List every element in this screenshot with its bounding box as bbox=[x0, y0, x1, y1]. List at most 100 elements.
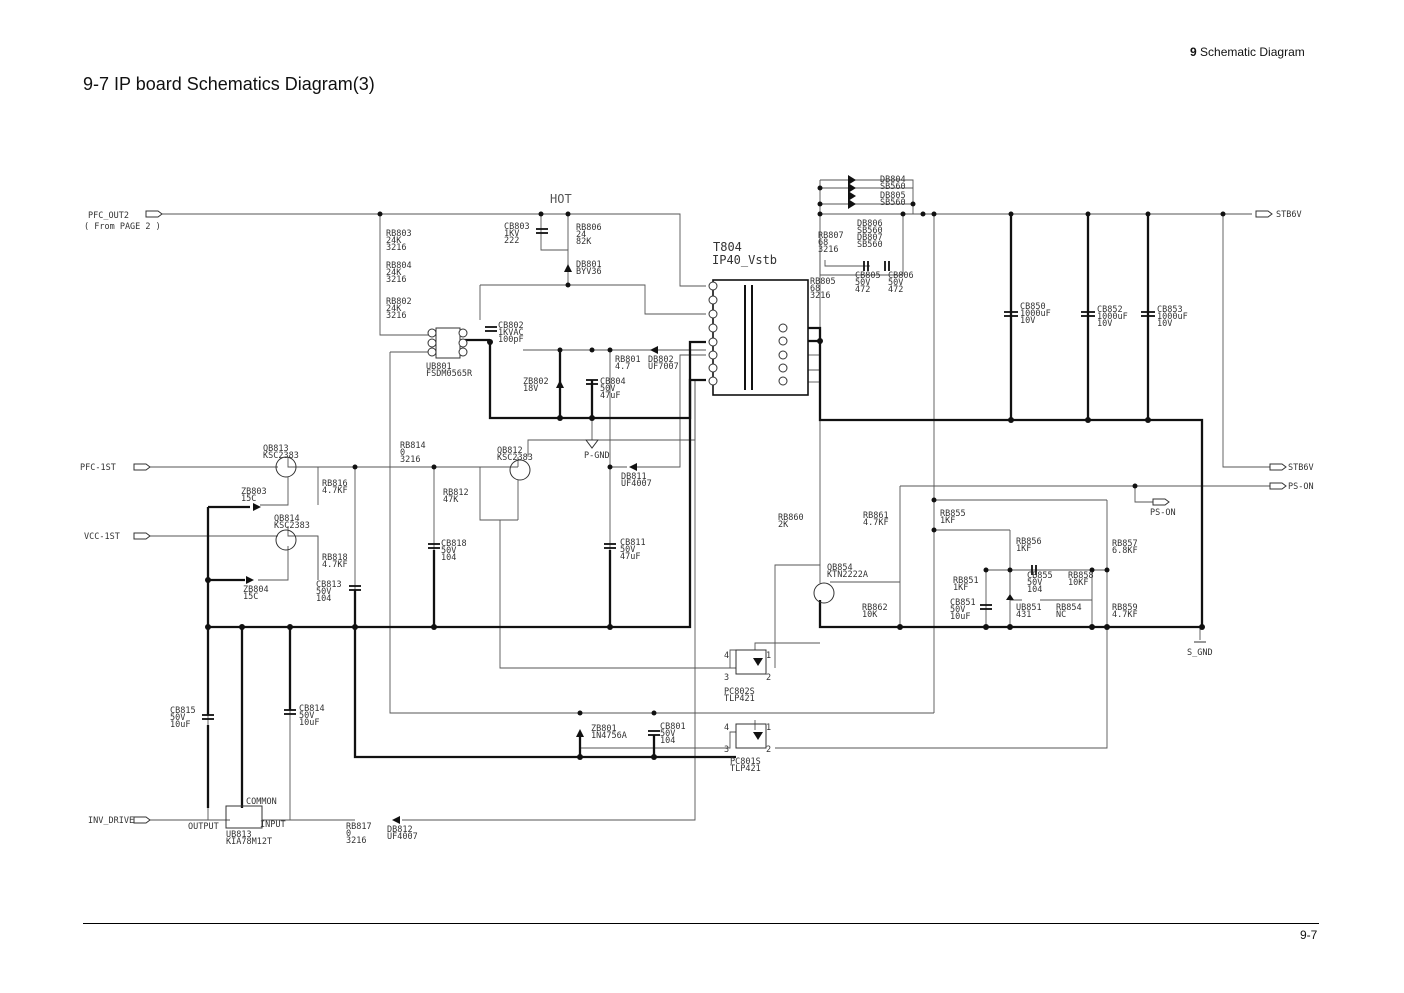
transistors bbox=[275, 456, 835, 604]
label-s-gnd: S_GND bbox=[1187, 648, 1213, 658]
optocoupler-pc802s bbox=[735, 649, 767, 675]
rb804-ref: RB804 bbox=[386, 261, 412, 271]
cb803-package: 222 bbox=[504, 236, 519, 246]
zb802-value: 18V bbox=[523, 384, 538, 394]
cb850-capacitance: 1000uF bbox=[1020, 309, 1051, 319]
db804-part: SB560 bbox=[880, 182, 906, 192]
rb807-value: 68 bbox=[818, 238, 828, 248]
rb860-ref: RB860 bbox=[778, 513, 804, 523]
label-inv-drive: INV_DRIVE bbox=[88, 816, 134, 826]
zener-zb804 bbox=[246, 576, 254, 584]
rb858-ref: RB858 bbox=[1068, 571, 1094, 581]
svg-text:2: 2 bbox=[766, 745, 771, 755]
rb814-ref: RB814 bbox=[400, 441, 426, 451]
qb814-ref: QB814 bbox=[274, 514, 300, 524]
rb806-value: 24 bbox=[576, 230, 586, 240]
rb803-ref: RB803 bbox=[386, 229, 412, 239]
db805-part: SB560 bbox=[880, 198, 906, 208]
cb815-capacitance: 10uF bbox=[170, 720, 190, 730]
rb802-package: 3216 bbox=[386, 311, 406, 321]
rb802-value: 24K bbox=[386, 304, 402, 314]
cb851-value: 50V bbox=[950, 605, 965, 615]
svg-text:3: 3 bbox=[724, 745, 729, 755]
svg-text:4: 4 bbox=[724, 723, 729, 733]
rb851-value: 1KF bbox=[953, 583, 968, 593]
label-from-page2: ( From PAGE 2 ) bbox=[84, 222, 161, 232]
rb801-ref: RB801 bbox=[615, 355, 641, 365]
pc802s-ref: PC802S bbox=[724, 687, 755, 697]
rb859-ref: RB859 bbox=[1112, 603, 1138, 613]
qb813-ref: QB813 bbox=[263, 444, 289, 454]
cb805-ref: CB805 bbox=[855, 271, 881, 281]
ub801-ref: UB801 bbox=[426, 362, 452, 372]
net-labels: HOT PFC_OUT2 ( From PAGE 2 ) PFC-1ST VCC… bbox=[80, 192, 1314, 832]
ub851-ref: UB851 bbox=[1016, 603, 1042, 613]
rb859-value: 4.7KF bbox=[1112, 610, 1138, 620]
t804-part: IP40_Vstb bbox=[712, 253, 777, 267]
svg-text:2: 2 bbox=[766, 673, 771, 683]
rb807-package: 3216 bbox=[818, 245, 838, 255]
transistor-qb814 bbox=[275, 529, 297, 551]
rb856-value: 1KF bbox=[1016, 544, 1031, 554]
rb817-ref: RB817 bbox=[346, 822, 372, 832]
cb852-capacitance: 1000uF bbox=[1097, 312, 1128, 322]
cb850-voltage: 10V bbox=[1020, 316, 1035, 326]
label-stb6v-mid: STB6V bbox=[1288, 463, 1314, 473]
db801-ref: DB801 bbox=[576, 260, 602, 270]
component-labels: RB803 24K 3216 RB804 24K 3216 RB802 24K … bbox=[170, 175, 1188, 847]
cb813-value: 50V bbox=[316, 587, 331, 597]
cb802-ref: CB802 bbox=[498, 321, 524, 331]
label-output: OUTPUT bbox=[188, 822, 219, 832]
label-input: INPUT bbox=[260, 820, 286, 830]
rb816-ref: RB816 bbox=[322, 479, 348, 489]
zener-zb801 bbox=[576, 729, 584, 737]
label-common: COMMON bbox=[246, 797, 277, 807]
zb803-ref: ZB803 bbox=[241, 487, 267, 497]
cb804-ref: CB804 bbox=[600, 377, 626, 387]
cb802-value: 1KVAC bbox=[498, 328, 524, 338]
transistor-qb854 bbox=[813, 582, 835, 604]
cb811-ref: CB811 bbox=[620, 538, 646, 548]
label-vcc-1st: VCC-1ST bbox=[84, 532, 120, 542]
rb806-ref: RB806 bbox=[576, 223, 602, 233]
diode-db806 bbox=[848, 191, 856, 201]
zener-zb803 bbox=[253, 503, 261, 511]
rb856-ref: RB856 bbox=[1016, 537, 1042, 547]
db811-part: UF4007 bbox=[621, 479, 652, 489]
rb858-value: 10KF bbox=[1068, 578, 1088, 588]
cb804-value: 50V bbox=[600, 384, 615, 394]
rb814-value: 0 bbox=[400, 448, 405, 458]
db807-part: SB560 bbox=[857, 240, 883, 250]
ground-symbols bbox=[585, 439, 1206, 643]
cb855-package: 104 bbox=[1027, 585, 1042, 595]
rb857-value: 6.8KF bbox=[1112, 546, 1138, 556]
qb812-ref: QB812 bbox=[497, 446, 523, 456]
cb811-value: 50V bbox=[620, 545, 635, 555]
cb806-package: 472 bbox=[888, 285, 903, 295]
db805-ref: DB805 bbox=[880, 191, 906, 201]
rb814-package: 3216 bbox=[400, 455, 420, 465]
thin-wires bbox=[148, 179, 1270, 821]
diode-db807 bbox=[848, 199, 856, 209]
cb814-ref: CB814 bbox=[299, 704, 325, 714]
cb813-ref: CB813 bbox=[316, 580, 342, 590]
label-ps-on-in: PS-ON bbox=[1150, 508, 1176, 518]
cb853-capacitance: 1000uF bbox=[1157, 312, 1188, 322]
diode-db811 bbox=[629, 463, 637, 471]
rb818-ref: RB818 bbox=[322, 553, 348, 563]
rb817-package: 3216 bbox=[346, 836, 366, 846]
qb812-part: KSC2383 bbox=[497, 453, 533, 463]
zener-zb802 bbox=[556, 380, 564, 388]
shunt-ub851 bbox=[1006, 594, 1014, 600]
rb862-value: 10K bbox=[862, 610, 878, 620]
rb812-value: 47K bbox=[443, 495, 459, 505]
db804-ref: DB804 bbox=[880, 175, 906, 185]
diode-db802 bbox=[650, 346, 658, 354]
db801-part: BYV36 bbox=[576, 267, 602, 277]
rb816-value: 4.7KF bbox=[322, 486, 348, 496]
pc802s-part: TLP421 bbox=[724, 694, 755, 704]
db802-ref: DB802 bbox=[648, 355, 674, 365]
cb852-ref: CB852 bbox=[1097, 305, 1123, 315]
